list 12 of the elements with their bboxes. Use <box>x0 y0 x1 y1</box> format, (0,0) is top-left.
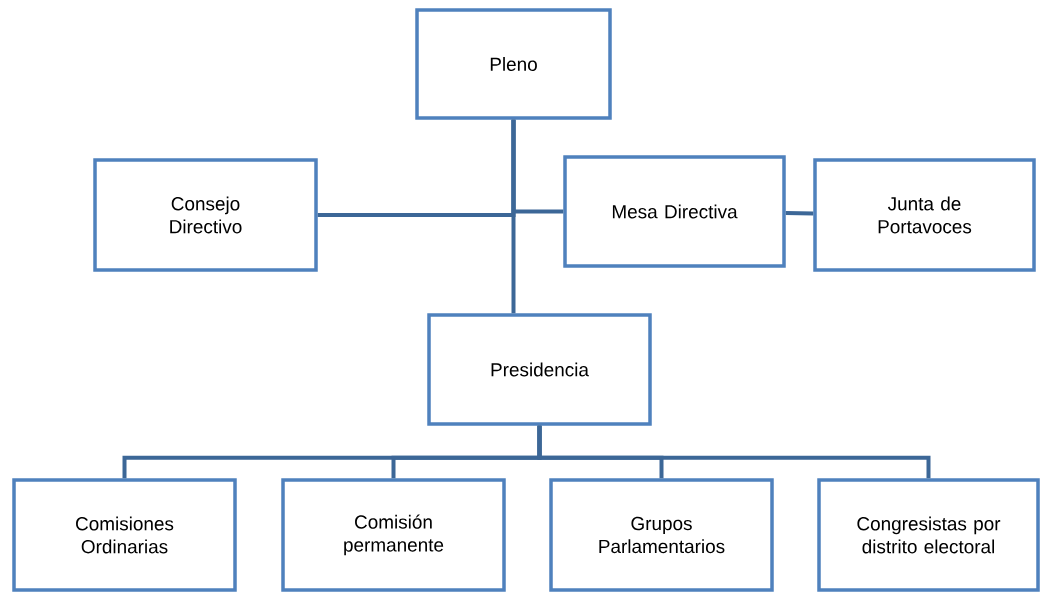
org-box: Consejo Directivo <box>93 158 318 272</box>
org-box: Grupos Parlamentarios <box>549 478 774 592</box>
org-box: Comisión permanente <box>281 478 506 592</box>
org-box: Pleno <box>415 8 612 120</box>
org-box: Congresistas por distrito electoral <box>817 478 1040 592</box>
org-box: Mesa Directiva <box>563 155 786 268</box>
connector-line <box>537 425 931 479</box>
connector-line <box>511 119 564 214</box>
connector-line <box>785 211 814 216</box>
org-box: Presidencia <box>427 313 652 426</box>
org-box: Junta de Portavoces <box>813 158 1036 272</box>
org-box: Comisiones Ordinarias <box>12 478 237 592</box>
